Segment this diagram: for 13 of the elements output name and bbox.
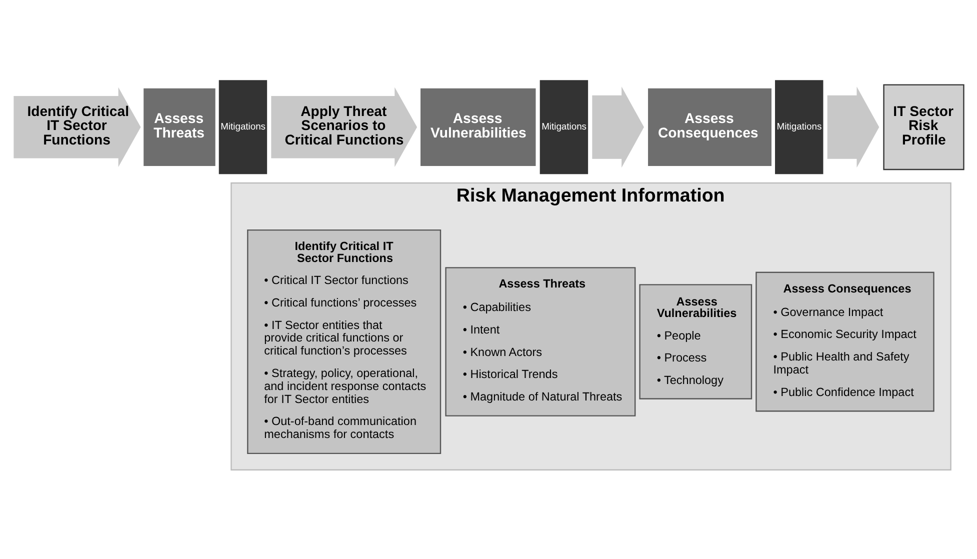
node-box: Assess Threats • Capabilities • Intent • Known Actors • Historical Trends • Magnitude of Natural Threats	[444, 266, 636, 416]
node-box: Assess Consequences • Governance Impact • Economic Security Impact • Public Health and Safety Impact • Public Confidence Impact	[755, 271, 934, 412]
node-box: Mitigations	[774, 80, 823, 174]
node-arrow	[826, 86, 879, 168]
node-box: Assess Vulnerabilities • People • Process • Technology	[638, 284, 752, 399]
node-box: Mitigations	[218, 80, 267, 174]
node-box: Mitigations	[539, 80, 588, 174]
node-box: Assess Threats	[143, 88, 215, 166]
node-box: IT Sector Risk Profile	[882, 84, 964, 170]
node-box: Assess Consequences	[648, 88, 771, 166]
node-arrow	[592, 86, 644, 168]
node-box: Identify Critical IT Sector Functions • Critical IT Sector functions • Critical functions’ processes • IT Sector entities that provide critical functions or critical function’s processes • Strategy, policy, operational, and incident response contacts for IT Sector entities • Out-of-band communication mechanisms for contacts	[246, 228, 441, 454]
node-box: Assess Vulnerabilities	[420, 88, 536, 166]
